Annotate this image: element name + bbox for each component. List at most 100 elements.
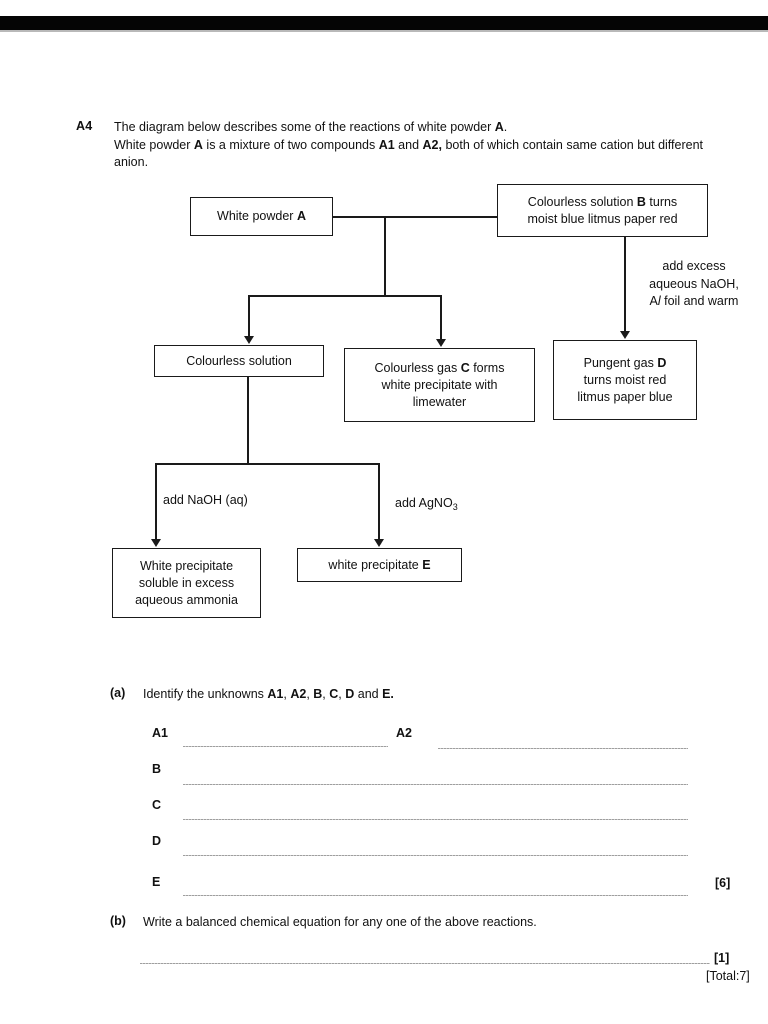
part-a-text: Identify the unknowns A1, A2, B, C, D an… bbox=[143, 686, 703, 703]
connector-b-to-d bbox=[624, 237, 626, 332]
part-a-tag: (a) bbox=[110, 686, 126, 700]
connector-a-to-trunk bbox=[333, 216, 497, 218]
part-a-b2: A2 bbox=[290, 687, 307, 701]
part-a-b3: B bbox=[313, 687, 323, 701]
box-c-line1-post: forms bbox=[469, 360, 505, 375]
part-a-b1: A1 bbox=[267, 687, 284, 701]
answer-label-b: B bbox=[152, 762, 162, 776]
part-a-text-pre: Identify the unknowns bbox=[143, 687, 268, 701]
stem-line1-post: . bbox=[503, 120, 508, 134]
edge-label-agno3-pre: add AgNO bbox=[395, 496, 453, 510]
part-a-b6: E. bbox=[382, 687, 394, 701]
box-e-text: white precipitate E bbox=[328, 557, 430, 574]
answer-line-a1[interactable] bbox=[183, 746, 388, 747]
connector-trunk-vertical bbox=[384, 216, 386, 296]
flow-box-white-precipitate-soluble: White precipitate soluble in excess aque… bbox=[112, 548, 261, 618]
edge-label-excess-line3-italic: l bbox=[657, 294, 661, 308]
box-c-line3: limewater bbox=[412, 394, 467, 409]
edge-label-excess-line3-pre: A bbox=[649, 294, 658, 308]
arrow-down-white-precipitate bbox=[151, 539, 161, 547]
answer-line-a2[interactable] bbox=[438, 748, 688, 749]
box-c-line1-bold: C bbox=[460, 360, 470, 375]
answer-line-c[interactable] bbox=[183, 819, 688, 820]
flow-box-colourless-solution-b: Colourless solution B turns moist blue l… bbox=[497, 184, 708, 237]
box-a-text: White powder A bbox=[217, 208, 306, 225]
stem-line2-pre: White powder bbox=[114, 137, 194, 152]
page-top-bar-shadow bbox=[0, 30, 768, 32]
part-a-b4: C bbox=[329, 687, 339, 701]
box-b-line1-bold: B bbox=[636, 194, 646, 209]
answer-label-e: E bbox=[152, 875, 161, 889]
connector-to-precipitate-e bbox=[378, 463, 380, 540]
connector-to-gas-c bbox=[440, 295, 442, 340]
total-marks: [Total:7] bbox=[706, 969, 750, 983]
part-a-s3: , bbox=[322, 687, 330, 701]
box-a-text-main: White powder bbox=[217, 209, 297, 223]
flow-box-pungent-gas-d: Pungent gas D turns moist red litmus pap… bbox=[553, 340, 697, 420]
answer-label-c: C bbox=[152, 798, 162, 812]
answer-line-part-b[interactable] bbox=[140, 963, 710, 964]
answer-line-e[interactable] bbox=[183, 895, 688, 896]
part-a-marks: [6] bbox=[715, 876, 731, 890]
edge-label-excess-line3-post: foil and warm bbox=[660, 294, 739, 308]
stem-line2-mid: is a mixture of two compounds bbox=[202, 137, 379, 152]
box-b-line1-pre: Colourless solution bbox=[527, 194, 637, 209]
edge-label-add-excess-naoh: add excess aqueous NaOH, Al foil and war… bbox=[633, 258, 755, 311]
answer-line-d[interactable] bbox=[183, 855, 688, 856]
flow-box-white-precipitate-e: white precipitate E bbox=[297, 548, 462, 582]
flow-box-colourless-gas-c: Colourless gas C forms white precipitate… bbox=[344, 348, 535, 422]
part-a-s1: , bbox=[283, 687, 291, 701]
answer-label-a2: A2 bbox=[396, 726, 412, 740]
answer-label-a1: A1 bbox=[152, 726, 168, 740]
stem-line2-b1: A bbox=[193, 137, 203, 152]
connector-second-split-bar bbox=[155, 463, 379, 465]
stem-line2-b3: A2, bbox=[422, 137, 442, 152]
arrow-down-colourless-solution bbox=[244, 336, 254, 344]
box-d-line3: litmus paper blue bbox=[577, 389, 673, 404]
box-d-text: Pungent gas D turns moist red litmus pap… bbox=[577, 355, 672, 406]
box-c-line2: white precipitate with bbox=[381, 377, 498, 392]
box-d-line1-bold: D bbox=[657, 355, 667, 370]
box-wp-line3: aqueous ammonia bbox=[135, 592, 238, 607]
edge-label-agno3-sub: 3 bbox=[452, 502, 458, 512]
part-a-s5: and bbox=[354, 687, 383, 701]
connector-split-bar bbox=[248, 295, 441, 297]
part-b-marks: [1] bbox=[714, 951, 730, 965]
flow-box-colourless-solution: Colourless solution bbox=[154, 345, 324, 377]
box-a-text-bold: A bbox=[296, 209, 306, 223]
box-colourless-solution-text: Colourless solution bbox=[186, 353, 292, 368]
part-b-text: Write a balanced chemical equation for a… bbox=[143, 915, 537, 929]
part-b-tag: (b) bbox=[110, 914, 126, 928]
stem-line1-bold: A bbox=[494, 120, 504, 134]
arrow-down-precipitate-e bbox=[374, 539, 384, 547]
box-b-line1-post: turns bbox=[645, 194, 678, 209]
box-e-bold: E bbox=[422, 557, 431, 572]
answer-label-d: D bbox=[152, 834, 162, 848]
part-a-s2: , bbox=[306, 687, 314, 701]
edge-label-add-naoh-aq: add NaOH (aq) bbox=[163, 493, 248, 507]
part-a-s4: , bbox=[338, 687, 346, 701]
stem-line2-mid2: and bbox=[394, 137, 423, 152]
box-wp-text: White precipitate soluble in excess aque… bbox=[135, 558, 238, 609]
answer-line-b[interactable] bbox=[183, 784, 688, 785]
box-c-text: Colourless gas C forms white precipitate… bbox=[375, 360, 505, 411]
arrow-down-gas-c bbox=[436, 339, 446, 347]
stem-line2-b2: A1 bbox=[378, 137, 395, 152]
stem-line1-pre: The diagram below describes some of the … bbox=[114, 120, 495, 134]
box-c-line1-pre: Colourless gas bbox=[374, 360, 461, 375]
edge-label-add-agno3: add AgNO3 bbox=[395, 495, 515, 514]
box-b-text: Colourless solution B turns moist blue l… bbox=[527, 194, 677, 228]
connector-cs-down bbox=[247, 377, 249, 464]
box-wp-line1: White precipitate bbox=[139, 558, 234, 573]
box-wp-line2: soluble in excess bbox=[138, 575, 235, 590]
stem-line2-post: both of which contain same cation but di… bbox=[114, 137, 704, 170]
question-number: A4 bbox=[76, 119, 93, 133]
flow-box-white-powder-a: White powder A bbox=[190, 197, 333, 236]
connector-to-white-precipitate bbox=[155, 463, 157, 540]
part-a-b5: D bbox=[345, 687, 355, 701]
connector-to-colourless-solution bbox=[248, 295, 250, 337]
edge-label-excess-line1: add excess bbox=[662, 259, 726, 273]
box-b-line2: moist blue litmus paper red bbox=[527, 211, 678, 226]
